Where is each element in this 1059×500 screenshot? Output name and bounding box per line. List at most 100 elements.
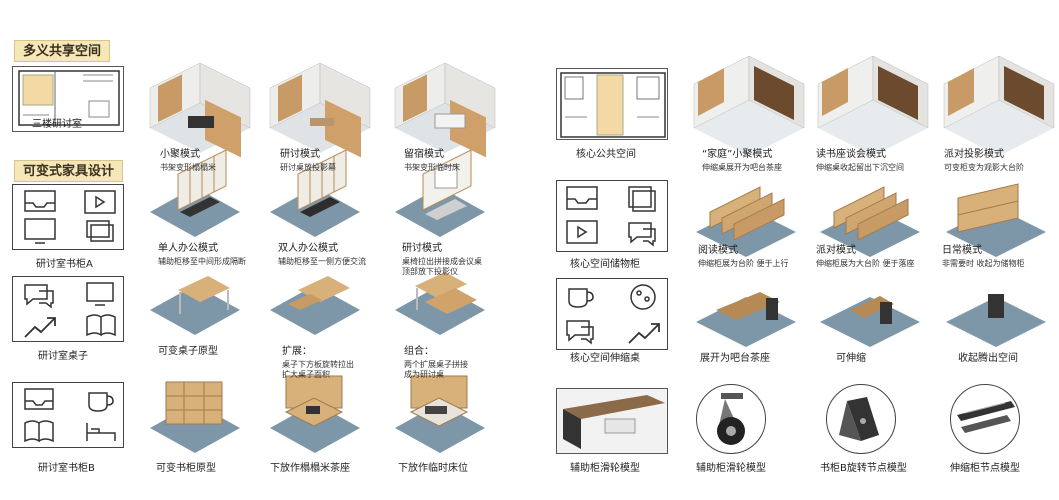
cabinet-b-icons: [12, 382, 124, 448]
caption-r2c3-sub2: 顶部放下投影仪: [402, 267, 458, 276]
circle-telescopic-model: [950, 384, 1020, 454]
diagram-cabinet-prototype: [150, 381, 240, 453]
inbox-icon: [24, 190, 56, 212]
diagram-daily-mode: [946, 183, 1046, 257]
diagram-party-projection: [943, 55, 1055, 157]
caption-r1c1-title: 小聚模式: [160, 149, 200, 160]
trending-up-icon: [24, 317, 56, 338]
copy-icon: [628, 186, 656, 212]
diagram-table-prototype: [150, 276, 240, 335]
caption-r1c3-title: 留宿模式: [404, 149, 444, 160]
chat-icon: [24, 284, 54, 309]
caption-rr4c1-title: 辅助柜滑轮模型: [696, 463, 766, 474]
caption-rr2c1-title: 阅读模式: [698, 245, 738, 256]
diagram-double-office: [270, 149, 360, 237]
diagram-bar-seat: [696, 292, 796, 347]
core-table-icons-svg: [566, 284, 660, 345]
core-space-plan: [556, 68, 668, 140]
caption-rr3c2-title: 可伸缩: [836, 353, 866, 364]
video-icon: [566, 220, 598, 244]
diagram-seminar-office: [395, 149, 485, 237]
caption-r2c2-title: 双人办公模式: [278, 243, 338, 254]
cabinet-a-icons: [12, 184, 124, 250]
caption-r3c1-title: 可变桌子原型: [158, 346, 218, 357]
cabinet-a-icons-svg: [24, 190, 116, 244]
diagram-single-office: [150, 149, 240, 237]
monitor-icon: [24, 218, 56, 244]
caption-rr2c2-sub: 伸缩柜展为大台阶 便于落座: [816, 259, 915, 268]
caption-r3c3-sub2: 成为研讨桌: [404, 370, 444, 379]
diagram-table-extend: [270, 276, 360, 335]
caption-r3c2-sub: 桌子下方板旋转拉出: [282, 360, 354, 369]
core-space-plan-svg: [560, 72, 666, 138]
caption-r1c1-sub: 书架变形榻榻米: [160, 163, 216, 172]
caption-r1c2-title: 研讨模式: [280, 149, 320, 160]
plan-room-drawing: [12, 66, 124, 132]
label-plan-room: 三楼研讨室: [32, 119, 82, 130]
label-cabinet-a: 研讨室书柜A: [36, 259, 93, 270]
diagram-gathering-mode: [149, 62, 251, 158]
left-diagrams: [149, 62, 496, 453]
label-core-space: 核心公共空间: [576, 149, 636, 160]
caption-rr1c1-title: “家庭”小聚模式: [702, 149, 773, 160]
caption-rr2c3-title: 日常模式: [942, 245, 982, 256]
chat-icon: [628, 222, 656, 247]
label-slide-model: 辅助柜滑轮模型: [570, 463, 640, 474]
video-icon: [84, 190, 116, 214]
core-cabinet-icons-svg: [566, 186, 656, 247]
caption-r2c3-sub: 桌椅拉出拼接成会议桌: [402, 257, 482, 266]
caption-rr2c1-sub: 伸缩柜展为台阶 便于上行: [698, 259, 789, 268]
inbox-icon: [24, 388, 54, 410]
table-icons-svg: [24, 282, 116, 338]
trending-up-icon: [628, 323, 660, 344]
caption-r2c3-title: 研讨模式: [402, 243, 442, 254]
label-cabinet-b: 研讨室书柜B: [38, 463, 95, 474]
caption-r3c3-title: 组合：: [404, 346, 434, 357]
caster-wheel-svg: [717, 393, 745, 445]
section-tag-furniture: 可变式家具设计: [14, 160, 124, 182]
diagram-retractable: [820, 296, 920, 347]
label-core-cabinet: 核心空间储物柜: [570, 259, 640, 270]
hinge-node-svg: [839, 397, 879, 441]
monitor-icon: [86, 282, 114, 306]
diagram-overnight-mode: [394, 62, 496, 158]
cup-icon: [568, 288, 594, 308]
diagram-cabinet-tatami: [270, 375, 360, 453]
caption-rr1c1-sub: 伸缩桌展开为吧台茶座: [702, 163, 782, 172]
table-icons: [12, 276, 124, 342]
caption-rr1c3-title: 派对投影模式: [944, 149, 1004, 160]
caption-r4c1-title: 可变书柜原型: [156, 463, 216, 474]
caption-r4c2-title: 下放作榻榻米茶座: [270, 463, 350, 474]
diagram-stow-away: [946, 294, 1046, 347]
core-table-icons: [556, 278, 668, 350]
pizza-icon: [630, 284, 656, 310]
inbox-icon: [566, 186, 598, 210]
label-table: 研讨室桌子: [38, 351, 88, 362]
circle-caster-model: [696, 384, 766, 454]
caption-r1c3-sub: 书架变形临时床: [404, 163, 460, 172]
plan-room-svg: [18, 70, 120, 126]
circle-hinge-model: [826, 384, 896, 454]
caption-r2c1-title: 单人办公模式: [158, 243, 218, 254]
caption-rr2c3-sub: 非需要时 收起为储物柜: [942, 259, 1025, 268]
slide-model-image: [556, 388, 668, 454]
caption-r3c3-sub: 两个扩展桌子拼接: [404, 360, 468, 369]
diagram-discussion-mode: [269, 62, 371, 158]
slide-model-svg: [563, 395, 665, 449]
caption-r1c2-sub: 研讨桌放投影幕: [280, 163, 336, 172]
book-icon: [86, 314, 116, 337]
chat-icon: [566, 320, 594, 345]
label-core-table: 核心空间伸缩桌: [570, 353, 640, 364]
caption-rr4c2-title: 书柜B旋转节点模型: [820, 463, 907, 474]
caption-rr1c2-title: 读书座谈会模式: [816, 149, 886, 160]
cabinet-b-icons-svg: [24, 388, 116, 443]
book-icon: [24, 420, 54, 443]
caption-r2c1-sub: 辅助柜移至中间形成隔断: [158, 257, 246, 266]
copy-icon: [86, 220, 114, 242]
caption-rr4c3-title: 伸缩柜节点模型: [950, 463, 1020, 474]
bed-icon: [86, 423, 116, 441]
caption-rr1c3-sub: 可变柜变为观影大台阶: [944, 163, 1024, 172]
diagram-table-combine: [395, 272, 485, 335]
caption-r3c2-sub2: 扩大桌子面积: [282, 370, 330, 379]
right-diagrams: [693, 55, 1055, 347]
